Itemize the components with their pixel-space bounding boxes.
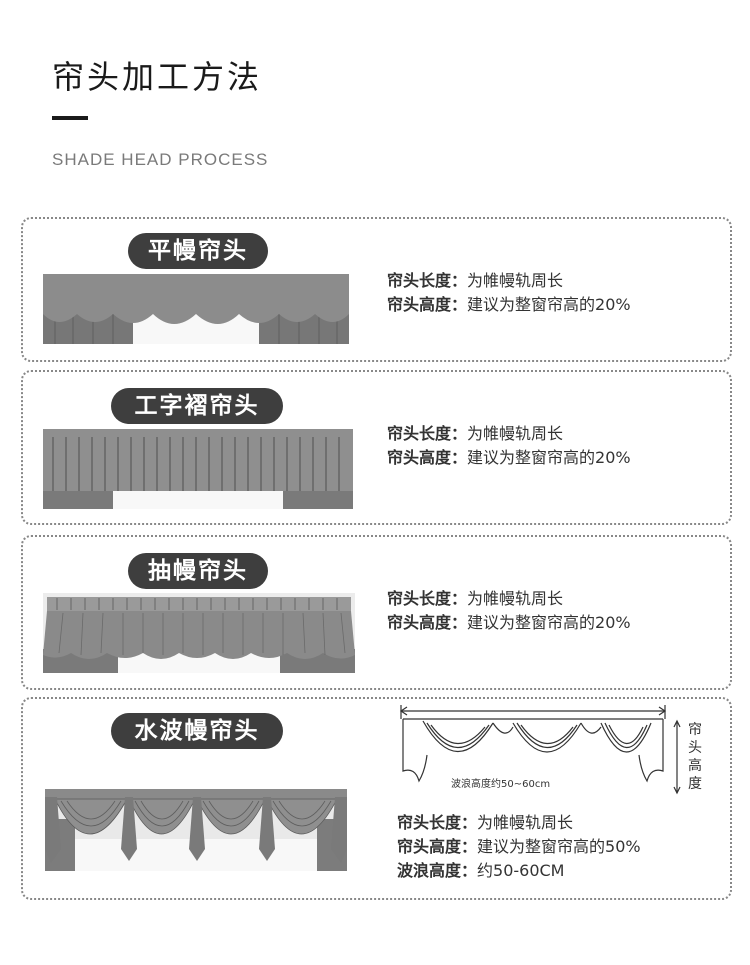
height-label: 帘头高度：: [397, 837, 478, 856]
height-label: 帘头高度：: [387, 613, 468, 632]
length-label: 帘头长度：: [387, 424, 468, 443]
page-title: 帘头加工方法: [52, 58, 263, 96]
height-value: 建议为整窗帘高的20%: [467, 295, 631, 314]
title-underline: [52, 116, 88, 120]
card-info: 帘头长度：为帷幔轨周长 帘头高度：建议为整窗帘高的20%: [387, 422, 631, 470]
gathered-valance-image: [43, 593, 355, 673]
card-title: 平幔帘头: [128, 233, 268, 269]
swag-valance-image: [45, 789, 347, 871]
length-label: 帘头长度：: [387, 589, 468, 608]
card-box-pleat-valance: 工字褶帘头 帘头长度：为帷幔轨周长 帘头高度：建议为整窗帘高的20%: [21, 370, 732, 525]
page-subtitle: SHADE HEAD PROCESS: [52, 150, 269, 169]
card-title: 水波幔帘头: [111, 713, 283, 749]
height-value: 建议为整窗帘高的20%: [467, 613, 631, 632]
card-info: 帘头长度：为帷幔轨周长 帘头高度：建议为整窗帘高的20%: [387, 587, 631, 635]
height-label: 帘头高度：: [387, 295, 468, 314]
card-info: 帘头长度：为帷幔轨周长 帘头高度：建议为整窗帘高的20%: [387, 269, 631, 317]
swag-dimension-diagram: [399, 705, 681, 795]
length-value: 为帷幔轨周长: [467, 589, 564, 608]
card-title: 工字褶帘头: [111, 388, 283, 424]
length-label: 帘头长度：: [387, 271, 468, 290]
flat-valance-image: [43, 274, 349, 344]
length-value: 为帷幔轨周长: [467, 271, 564, 290]
wave-height-value: 约50-60CM: [477, 861, 565, 880]
height-value: 建议为整窗帘高的50%: [477, 837, 641, 856]
length-value: 为帷幔轨周长: [477, 813, 574, 832]
card-title: 抽幔帘头: [128, 553, 268, 589]
diagram-height-label: 帘头高度: [688, 722, 702, 792]
card-swag-valance: 水波幔帘头 波浪高度约50~60cm 帘头高: [21, 697, 732, 900]
length-label: 帘头长度：: [397, 813, 478, 832]
wave-height-note: 波浪高度约50~60cm: [451, 779, 551, 790]
card-gathered-valance: 抽幔帘头 帘头长度：为帷幔轨周长 帘头高度：建议为整窗帘高的20%: [21, 535, 732, 690]
length-value: 为帷幔轨周长: [467, 424, 564, 443]
wave-height-label: 波浪高度：: [397, 861, 478, 880]
height-value: 建议为整窗帘高的20%: [467, 448, 631, 467]
card-info: 帘头长度：为帷幔轨周长 帘头高度：建议为整窗帘高的50% 波浪高度：约50-60…: [397, 811, 641, 883]
card-flat-valance: 平幔帘头 帘头长度：为帷幔轨周长 帘头高度：建议为整窗帘高的20%: [21, 217, 732, 362]
height-label: 帘头高度：: [387, 448, 468, 467]
box-pleat-valance-image: [43, 429, 353, 509]
